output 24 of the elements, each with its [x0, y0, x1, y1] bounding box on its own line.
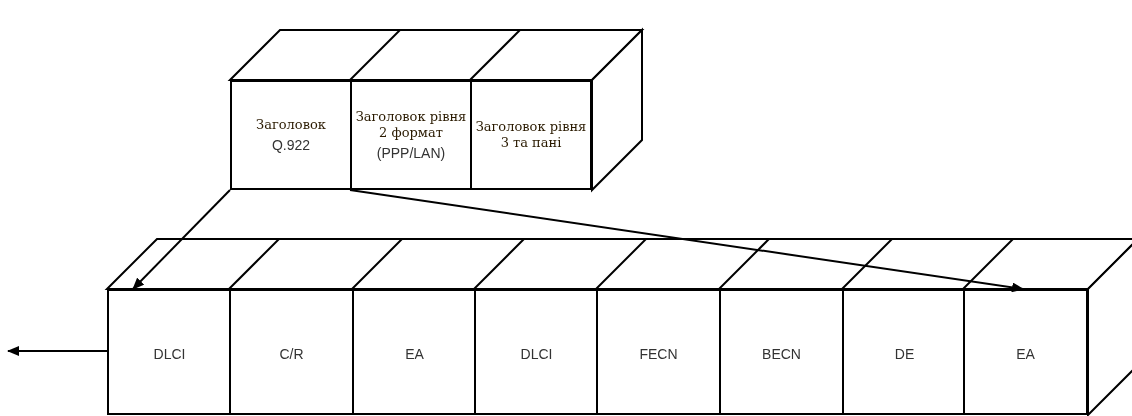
field-label: C/R [279, 346, 304, 362]
field-label: (PPP/LAN) [376, 145, 446, 161]
frame-field-box [352, 289, 477, 415]
header-field-box [470, 80, 592, 190]
header-field-box [350, 80, 472, 190]
field-label: Q.922 [271, 137, 311, 153]
field-label: Заголовок рівня 2 формат [354, 109, 468, 141]
header-field-box [230, 80, 352, 190]
field-label: BECN [762, 346, 801, 362]
frame-field-box [229, 289, 354, 415]
frame-field-box [107, 289, 232, 415]
arrow [7, 346, 108, 356]
frame-field-box [963, 289, 1088, 415]
frame-field-box [474, 289, 599, 415]
field-label: EA [1016, 346, 1035, 362]
frame-field-box [719, 289, 844, 415]
field-label: DLCI [153, 346, 186, 362]
field-label: FECN [639, 346, 678, 362]
field-label: Заголовок [256, 117, 326, 133]
frame-field-box [596, 289, 721, 415]
field-label: DE [894, 346, 915, 362]
field-label: EA [405, 346, 424, 362]
field-label: DLCI [520, 346, 553, 362]
field-label: Заголовок рівня 3 та пані [474, 119, 588, 151]
